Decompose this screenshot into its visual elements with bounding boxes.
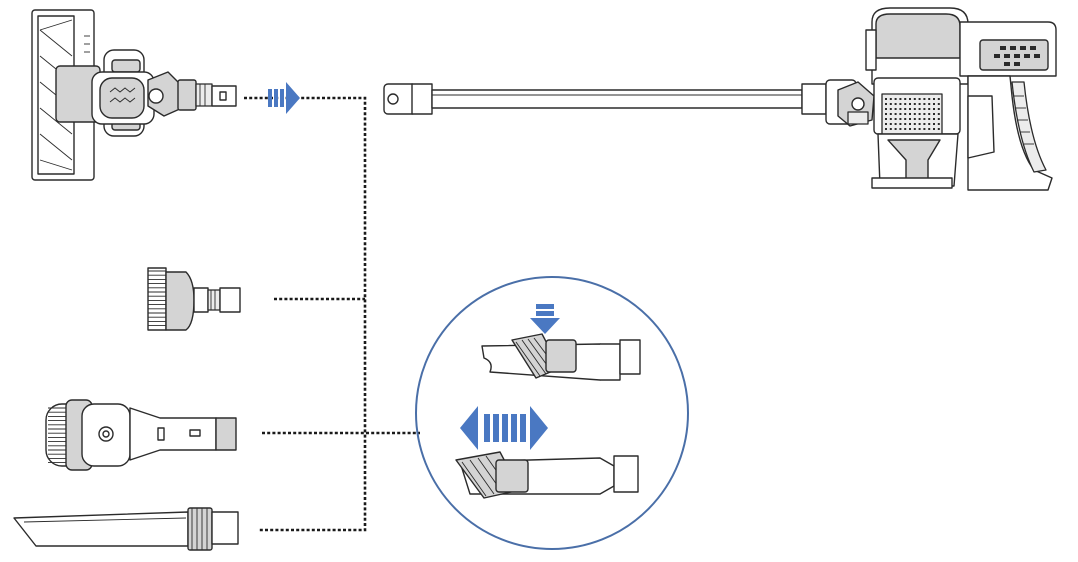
brush-slide-detail-icon	[415, 276, 689, 550]
connector-lines	[244, 96, 420, 532]
mini-brush-icon	[147, 267, 241, 331]
insert-arrow-icon	[268, 82, 300, 114]
crevice-tool-icon	[13, 507, 239, 551]
filter-mesh-icon	[885, 98, 940, 130]
slide-double-arrow-icon	[460, 406, 548, 450]
extension-tube-icon	[383, 83, 827, 115]
floor-brush-icon	[31, 9, 237, 181]
dusting-brush-icon	[45, 399, 237, 471]
crevice-with-brush-up-icon	[481, 333, 641, 381]
crevice-with-brush-down-icon	[455, 451, 639, 499]
vacuum-main-body-icon	[825, 7, 1057, 191]
press-down-arrow-icon	[530, 304, 560, 334]
display-leds-icon	[994, 46, 1040, 66]
